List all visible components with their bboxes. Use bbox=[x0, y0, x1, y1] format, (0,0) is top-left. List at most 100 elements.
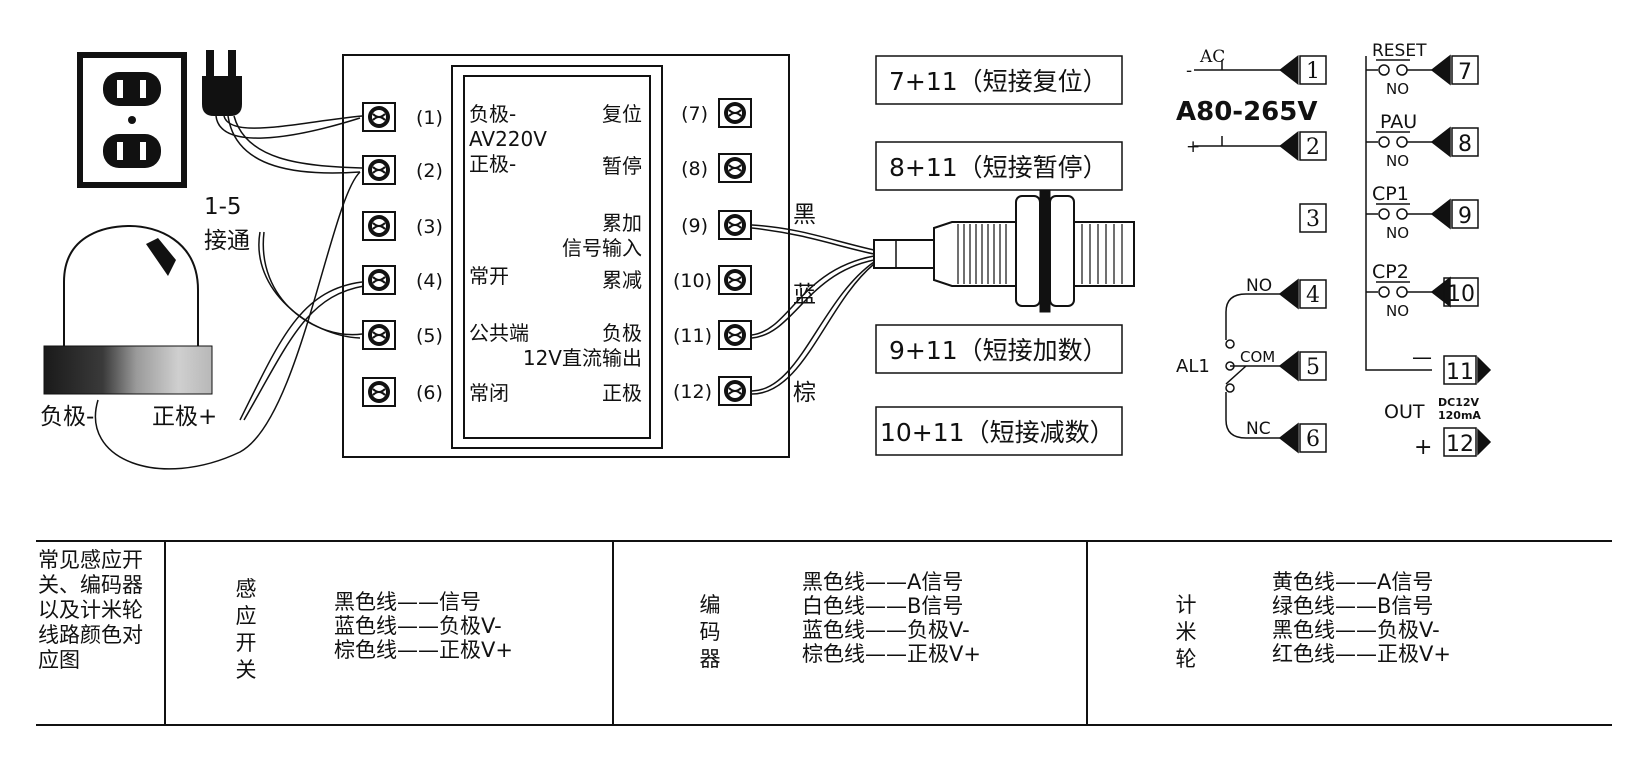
relay-schematic bbox=[1225, 278, 1327, 454]
table-divider bbox=[164, 542, 166, 724]
screw-terminal-4 bbox=[362, 265, 396, 295]
panel-label: 暂停 bbox=[602, 154, 642, 178]
encoder-line: 黑色线——A信号 bbox=[802, 570, 964, 594]
terminal-label: (6) bbox=[416, 382, 443, 404]
schematic-terminal: 4 bbox=[1306, 283, 1320, 308]
shorting-label: 8+11（短接暂停） bbox=[889, 153, 1108, 182]
terminal-label: (2) bbox=[416, 160, 443, 182]
controller-panel bbox=[451, 65, 663, 449]
relay-al1-label: AL1 bbox=[1176, 356, 1210, 377]
screw-terminal-12 bbox=[718, 376, 752, 406]
relay-nc-label: NC bbox=[1246, 419, 1271, 439]
no-label: NO bbox=[1386, 224, 1409, 242]
wire-color-brown: 棕 bbox=[793, 380, 816, 406]
controller-panel-inner bbox=[463, 75, 651, 439]
shorting-instructions: 7+11（短接复位） 8+11（短接暂停） 9+11（短接加数） 10+11（短… bbox=[875, 55, 1123, 456]
plus-label: + bbox=[1186, 137, 1200, 157]
screw-terminal-11 bbox=[718, 320, 752, 350]
sensor-line: 棕色线——正极V+ bbox=[334, 638, 513, 662]
proximity-sensor-icon bbox=[873, 189, 1135, 313]
meter-wheel-line: 黑色线——负极V- bbox=[1272, 618, 1440, 642]
right-terminals: (7) (8) (9) (10) (11) (12) bbox=[673, 98, 752, 406]
schematic-terminal: 1 bbox=[1306, 59, 1320, 84]
ac-label: AC bbox=[1199, 47, 1225, 67]
output-plus-label: + bbox=[1414, 435, 1432, 460]
terminal-label: (8) bbox=[681, 158, 708, 180]
panel-label: AV220V bbox=[469, 127, 547, 151]
voltage-label: A80-265V bbox=[1176, 97, 1318, 127]
panel-labels: 负极- AV220V 正极- 常开 公共端 常闭 复位 暂停 累加 信号输入 累… bbox=[469, 102, 642, 405]
meter-wheel-line: 黄色线——A信号 bbox=[1272, 570, 1434, 594]
schematic-terminal: 12 bbox=[1446, 432, 1474, 457]
table-divider bbox=[612, 542, 614, 724]
wire-color-black: 黑 bbox=[793, 202, 816, 228]
wall-outlet-icon bbox=[77, 52, 187, 188]
jumper-label-2: 接通 bbox=[204, 228, 250, 254]
screw-terminal-5 bbox=[362, 320, 396, 350]
wiring-diagram: 负极- 正极+ 1-5 接通 (1) (2) (3) (4) (5) (6) (… bbox=[40, 41, 1492, 470]
shorting-label: 10+11（短接减数） bbox=[880, 418, 1115, 447]
input-schematic bbox=[1365, 54, 1492, 457]
screw-terminal-8 bbox=[718, 153, 752, 183]
panel-label: 常闭 bbox=[469, 381, 509, 405]
relay-no-label: NO bbox=[1246, 276, 1272, 296]
no-label: NO bbox=[1386, 152, 1409, 170]
screw-terminal-6 bbox=[362, 377, 396, 407]
ma-label: 120mA bbox=[1438, 409, 1481, 422]
screw-terminal-3 bbox=[362, 211, 396, 241]
panel-label: 累减 bbox=[602, 268, 642, 292]
screw-terminal-7 bbox=[718, 98, 752, 128]
panel-label: 累加 bbox=[602, 211, 642, 235]
reset-label: RESET bbox=[1372, 41, 1427, 61]
encoder-line: 棕色线——正极V+ bbox=[802, 642, 981, 666]
lamp-negative-label: 负极- bbox=[40, 404, 94, 430]
encoder-label: 编码器 bbox=[699, 593, 721, 671]
relay-com-label: COM bbox=[1240, 348, 1275, 366]
table-divider bbox=[1086, 542, 1088, 724]
schematic-terminal: 3 bbox=[1306, 207, 1320, 232]
no-label: NO bbox=[1386, 302, 1409, 320]
pau-label: PAU bbox=[1380, 111, 1417, 133]
schematic-terminal: 8 bbox=[1458, 132, 1472, 157]
terminal-label: (3) bbox=[416, 216, 443, 238]
meter-wheel-line: 红色线——正极V+ bbox=[1272, 642, 1451, 666]
schematic-terminal: 2 bbox=[1306, 135, 1320, 160]
panel-label: 12V直流输出 bbox=[523, 346, 642, 370]
schematic-terminal: 11 bbox=[1446, 360, 1474, 385]
shorting-box bbox=[875, 406, 1123, 456]
terminal-label: (4) bbox=[416, 270, 443, 292]
schematic-terminal: 9 bbox=[1458, 204, 1472, 229]
encoder-line: 白色线——B信号 bbox=[802, 594, 964, 618]
shorting-box bbox=[875, 141, 1123, 191]
meter-wheel-line: 绿色线——B信号 bbox=[1272, 594, 1434, 618]
shorting-box bbox=[875, 324, 1123, 374]
cp2-label: CP2 bbox=[1372, 261, 1409, 283]
schematic-terminal: 5 bbox=[1306, 355, 1320, 380]
shorting-label: 9+11（短接加数） bbox=[889, 336, 1108, 365]
minus-label: - bbox=[1186, 61, 1192, 81]
terminal-label: (1) bbox=[416, 107, 443, 129]
schematic-terminal: 10 bbox=[1447, 282, 1475, 307]
power-schematic bbox=[1194, 54, 1327, 233]
screw-terminal-2 bbox=[362, 155, 396, 185]
terminal-label: (10) bbox=[673, 270, 712, 292]
panel-label: 正极 bbox=[602, 381, 642, 405]
table-title: 常见感应开关、编码器以及计米轮线路颜色对应图 bbox=[38, 548, 143, 672]
wire-color-table: 常见感应开关、编码器以及计米轮线路颜色对应图 感应开关 黑色线——信号 蓝色线—… bbox=[36, 540, 1612, 726]
lamp-positive-label: 正极+ bbox=[152, 404, 217, 430]
panel-label: 正极- bbox=[469, 152, 516, 176]
jumper-label: 1-5 bbox=[204, 194, 242, 220]
schematic-terminal: 6 bbox=[1306, 427, 1320, 452]
terminal-label: (11) bbox=[673, 325, 712, 347]
sensor-line: 蓝色线——负极V- bbox=[334, 614, 502, 638]
terminal-label: (9) bbox=[681, 215, 708, 237]
wire-color-blue: 蓝 bbox=[793, 282, 816, 308]
panel-label: 常开 bbox=[469, 264, 509, 288]
panel-label: 信号输入 bbox=[562, 236, 642, 260]
screw-terminal-9 bbox=[718, 210, 752, 240]
sensor-line: 黑色线——信号 bbox=[334, 590, 481, 614]
terminal-label: (5) bbox=[416, 325, 443, 347]
schematic-terminal: 7 bbox=[1458, 60, 1472, 85]
panel-label: 复位 bbox=[602, 102, 642, 126]
meter-wheel-label: 计米轮 bbox=[1175, 593, 1197, 671]
